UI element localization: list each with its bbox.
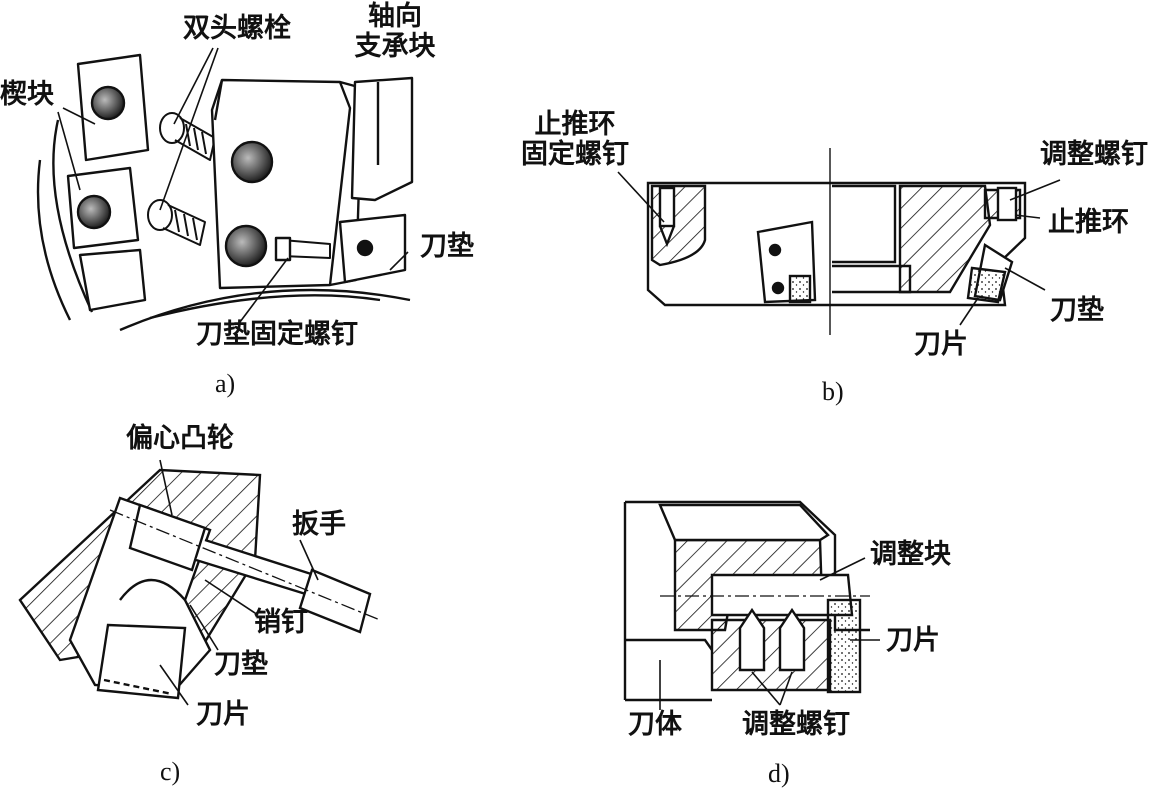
label-wrench: 扳手 <box>292 509 346 540</box>
label-pin: 销钉 <box>254 607 308 638</box>
panel-d-leaders <box>659 557 880 710</box>
panel-a-drawing <box>36 53 414 332</box>
label-stop-ring-screw: 止推环 固定螺钉 <box>512 110 638 170</box>
label-axial-bearing: 轴向 支承块 <box>350 2 440 62</box>
panel-c-centerline <box>109 509 381 621</box>
label-cutter-body: 刀体 <box>628 709 682 740</box>
panel-c-drawing <box>18 468 372 700</box>
label-stop-ring-screw-line1: 止推环 <box>534 109 616 140</box>
caption-a: a) <box>215 369 236 398</box>
label-seat-screw: 刀垫固定螺钉 <box>196 319 358 350</box>
label-stop-ring: 止推环 <box>1048 207 1129 238</box>
label-wedge: 楔块 <box>0 79 54 110</box>
label-blade-c: 刀片 <box>196 699 250 730</box>
label-axial-bearing-line2: 支承块 <box>354 31 436 62</box>
label-adjust-screw-b: 调整螺钉 <box>1040 139 1148 170</box>
panel-b-drawing <box>646 181 1027 307</box>
caption-c: c) <box>160 757 181 786</box>
label-blade-b: 刀片 <box>914 329 968 360</box>
panel-d-drawing <box>623 500 870 702</box>
panel-c-leaders <box>159 459 319 706</box>
caption-b: b) <box>822 377 844 406</box>
label-insert-seat-a: 刀垫 <box>420 231 474 262</box>
panel-b-leaders <box>617 171 1061 326</box>
label-axial-bearing-line1: 轴向 <box>368 1 422 32</box>
caption-d: d) <box>768 759 790 788</box>
label-adjust-block: 调整块 <box>870 539 951 570</box>
label-insert-seat-c: 刀垫 <box>214 649 268 680</box>
label-eccentric-cam: 偏心凸轮 <box>126 423 234 454</box>
label-double-end-stud: 双头螺栓 <box>183 13 291 44</box>
panel-a-leaders <box>57 47 409 323</box>
label-blade-d: 刀片 <box>886 625 940 656</box>
label-stop-ring-screw-line2: 固定螺钉 <box>521 139 629 170</box>
label-adjust-screw-d: 调整螺钉 <box>742 709 850 740</box>
label-insert-seat-b: 刀垫 <box>1050 295 1104 326</box>
